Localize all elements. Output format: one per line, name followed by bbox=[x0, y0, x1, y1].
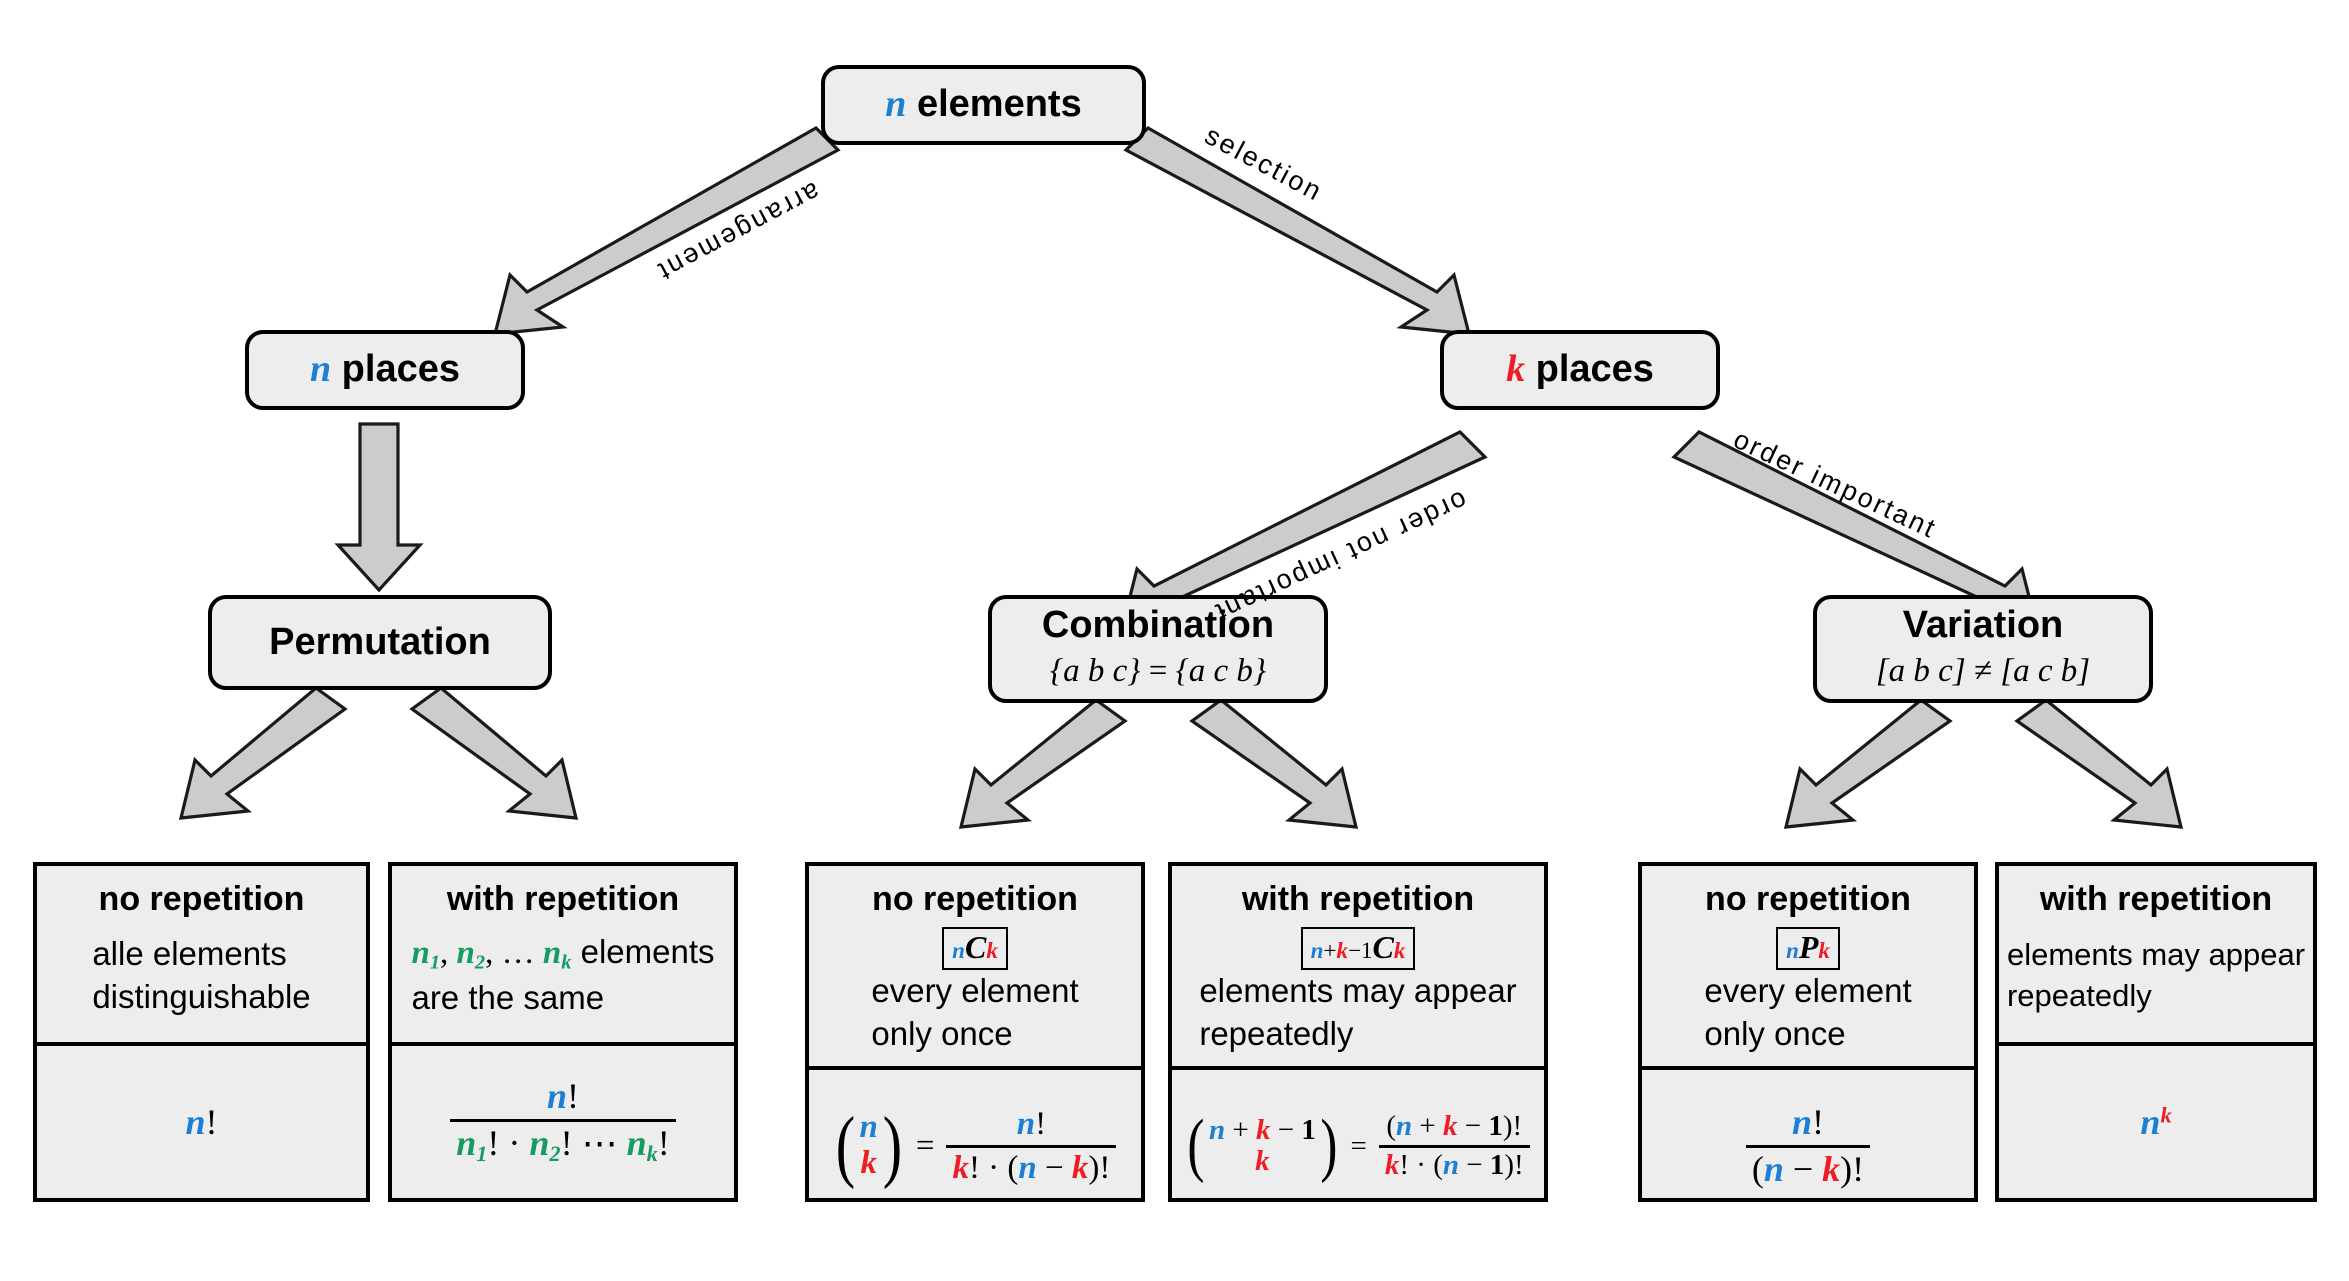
leaf5-desc-line1: every element bbox=[1704, 972, 1912, 1010]
leaf3-description: every element only once bbox=[871, 970, 1078, 1056]
node-k-places-text: places bbox=[1525, 348, 1654, 391]
leaf4-desc-line1: elements may appear bbox=[1199, 972, 1517, 1010]
leaf4-formula: ( n + k − 1 k ) = (n + k − 1)! k! · (n −… bbox=[1172, 1066, 1544, 1222]
leaf3-heading: no repetition bbox=[872, 880, 1078, 918]
var-n: n bbox=[885, 83, 907, 126]
leaf1-formula: n! bbox=[37, 1042, 366, 1198]
node-k-places-label: k places bbox=[1506, 348, 1654, 391]
leaf2-formula: n! n1! · n2! ⋯ nk! bbox=[392, 1042, 734, 1198]
arrow-n-places-to-permutation bbox=[334, 422, 424, 593]
node-n-places-label: n places bbox=[309, 348, 460, 391]
var-k: k bbox=[1506, 348, 1526, 391]
arrow-permutation-to-leaf1 bbox=[178, 685, 348, 820]
binomial-n-plus-k-minus-1-choose-k: ( n + k − 1 k ) bbox=[1187, 1106, 1338, 1185]
arrow-variation-to-leaf5 bbox=[1783, 697, 1953, 829]
node-combination-sub: {a b c} = {a c b} bbox=[1050, 651, 1266, 692]
leaf4-desc-line2: repeatedly bbox=[1199, 1015, 1354, 1053]
node-n-elements-text: elements bbox=[906, 83, 1082, 126]
leaf2-desc-line1: n1, n2, … nk elements bbox=[411, 933, 715, 975]
leaf1-desc-line1: alle elements bbox=[92, 934, 287, 972]
variation-list-right: [a c b] bbox=[2000, 653, 2091, 690]
leaf-combination-with-repetition[interactable]: with repetition n+k−1Ck elements may app… bbox=[1168, 862, 1548, 1202]
leaf1-description: alle elements distinguishable bbox=[92, 933, 310, 1019]
combination-set-left: {a b c} bbox=[1049, 653, 1141, 690]
leaf1-upper: no repetition alle elements distinguisha… bbox=[37, 866, 366, 1042]
leaf3-desc-line2: only once bbox=[871, 1015, 1013, 1053]
leaf2-desc-line2: are the same bbox=[411, 978, 605, 1016]
node-permutation[interactable]: Permutation bbox=[208, 595, 552, 690]
node-variation-sub: [a b c] ≠ [a c b] bbox=[1876, 651, 2090, 692]
node-n-elements[interactable]: n elements bbox=[821, 65, 1146, 145]
node-n-elements-label: n elements bbox=[885, 83, 1082, 126]
leaf5-symbol-nPk: nPk bbox=[1776, 927, 1840, 971]
combination-equals-sign: = bbox=[1148, 653, 1168, 690]
variation-list-left: [a b c] bbox=[1875, 653, 1966, 690]
leaf3-desc-line1: every element bbox=[871, 972, 1079, 1010]
leaf6-upper: with repetition elements may appear repe… bbox=[1999, 866, 2313, 1042]
node-n-places[interactable]: n places bbox=[245, 330, 525, 410]
node-variation[interactable]: Variation [a b c] ≠ [a c b] bbox=[1813, 595, 2153, 703]
leaf1-heading: no repetition bbox=[98, 880, 305, 918]
leaf-combination-no-repetition[interactable]: no repetition nCk every element only onc… bbox=[805, 862, 1145, 1202]
leaf6-heading: with repetition bbox=[2039, 880, 2273, 918]
leaf1-desc-line2: distinguishable bbox=[92, 977, 311, 1015]
leaf5-heading: no repetition bbox=[1705, 880, 1911, 918]
leaf3-symbol-nCk: nCk bbox=[942, 927, 1008, 971]
leaf4-description: elements may appear repeatedly bbox=[1199, 970, 1516, 1056]
leaf4-upper: with repetition n+k−1Ck elements may app… bbox=[1172, 866, 1544, 1066]
node-n-places-text: places bbox=[331, 348, 460, 391]
leaf2-upper: with repetition n1, n2, … nk elements ar… bbox=[392, 866, 734, 1042]
leaf5-upper: no repetition nPk every element only onc… bbox=[1642, 866, 1974, 1066]
leaf-variation-no-repetition[interactable]: no repetition nPk every element only onc… bbox=[1638, 862, 1978, 1202]
combination-set-right: {a c b} bbox=[1175, 653, 1267, 690]
leaf3-upper: no repetition nCk every element only onc… bbox=[809, 866, 1141, 1066]
arrow-root-to-n-places bbox=[492, 126, 841, 336]
arrow-root-to-k-places bbox=[1123, 126, 1472, 336]
leaf6-desc-line2: repeatedly bbox=[2006, 977, 2152, 1013]
leaf-permutation-no-repetition[interactable]: no repetition alle elements distinguisha… bbox=[33, 862, 370, 1202]
node-combination[interactable]: Combination {a b c} = {a c b} bbox=[988, 595, 1328, 703]
node-combination-label: Combination bbox=[1041, 604, 1275, 647]
arrow-combination-to-leaf4 bbox=[1189, 697, 1359, 829]
arrow-variation-to-leaf6 bbox=[2014, 697, 2184, 829]
leaf-variation-with-repetition[interactable]: with repetition elements may appear repe… bbox=[1995, 862, 2317, 1202]
leaf6-description: elements may appear repeatedly bbox=[2007, 935, 2305, 1016]
leaf4-symbol-n-plus-k-minus-1-C-k: n+k−1Ck bbox=[1300, 927, 1416, 971]
leaf4-heading: with repetition bbox=[1241, 880, 1475, 918]
node-variation-label: Variation bbox=[1902, 604, 2064, 647]
var-n: n bbox=[309, 348, 332, 391]
node-permutation-label: Permutation bbox=[269, 620, 491, 663]
node-k-places[interactable]: k places bbox=[1440, 330, 1720, 410]
leaf2-description: n1, n2, … nk elements are the same bbox=[411, 931, 714, 1019]
leaf2-heading: with repetition bbox=[446, 880, 680, 918]
leaf-permutation-with-repetition[interactable]: with repetition n1, n2, … nk elements ar… bbox=[388, 862, 738, 1202]
leaf5-desc-line2: only once bbox=[1704, 1015, 1846, 1053]
arrow-permutation-to-leaf2 bbox=[409, 685, 579, 820]
leaf5-description: every element only once bbox=[1704, 970, 1911, 1056]
arrow-combination-to-leaf3 bbox=[958, 697, 1128, 829]
leaf6-desc-line1: elements may appear bbox=[2006, 937, 2306, 973]
leaf5-formula: n! (n − k)! bbox=[1642, 1066, 1974, 1222]
variation-notequals-sign: ≠ bbox=[1973, 653, 1993, 690]
